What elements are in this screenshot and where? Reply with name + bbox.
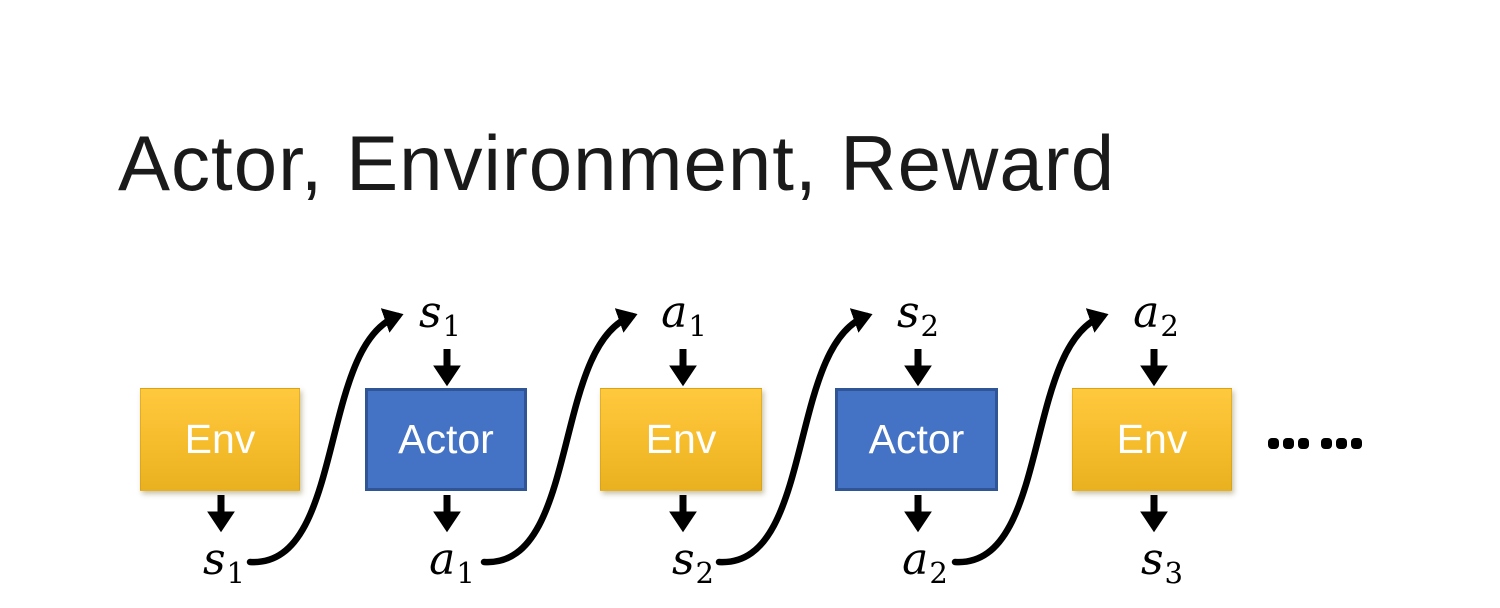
bottom-label-a1-sub: 1 bbox=[456, 555, 475, 590]
top-label-a2: a2 bbox=[1133, 287, 1179, 343]
top-label-s2: s2 bbox=[896, 287, 940, 343]
bottom-label-s2: s2 bbox=[671, 534, 715, 590]
top-label-s2-base: s bbox=[896, 287, 920, 338]
env-box-2-label: Env bbox=[645, 416, 717, 462]
ellipsis-dot bbox=[1336, 437, 1347, 449]
bottom-label-a2-base: a bbox=[902, 534, 929, 585]
bottom-label-s1-base: s bbox=[202, 534, 226, 585]
top-label-a1-sub: 1 bbox=[688, 308, 707, 343]
bottom-label-s3-base: s bbox=[1140, 534, 1164, 585]
ellipsis-dot bbox=[1351, 437, 1362, 449]
actor-box-1-label: Actor bbox=[398, 416, 494, 462]
top-label-a2-base: a bbox=[1133, 287, 1160, 338]
ellipsis-dot bbox=[1321, 437, 1332, 449]
env-box-1-label: Env bbox=[184, 416, 256, 462]
top-label-s2-sub: 2 bbox=[920, 308, 940, 343]
ellipsis-dot bbox=[1283, 437, 1294, 449]
top-label-a1-base: a bbox=[661, 287, 688, 338]
env-box-2: Env bbox=[600, 388, 762, 491]
bottom-label-s2-base: s bbox=[671, 534, 695, 585]
top-label-s1: s1 bbox=[418, 287, 462, 343]
ellipsis-dots bbox=[1268, 437, 1366, 449]
ellipsis-dot bbox=[1298, 437, 1309, 449]
bottom-label-a1-base: a bbox=[429, 534, 456, 585]
bottom-label-a2-sub: 2 bbox=[929, 555, 948, 590]
top-label-s1-sub: 1 bbox=[442, 308, 462, 343]
bottom-label-s3-sub: 3 bbox=[1164, 555, 1184, 590]
top-label-s1-base: s bbox=[418, 287, 442, 338]
page-title: Actor, Environment, Reward bbox=[118, 119, 1116, 207]
env-box-3: Env bbox=[1072, 388, 1232, 491]
bottom-label-s1-sub: 1 bbox=[226, 555, 246, 590]
env-box-3-label: Env bbox=[1116, 416, 1188, 462]
actor-box-2: Actor bbox=[835, 388, 998, 491]
top-label-a2-sub: 2 bbox=[1160, 308, 1179, 343]
ellipsis-dot bbox=[1268, 437, 1279, 449]
env-box-1: Env bbox=[140, 388, 300, 491]
bottom-label-a2: a2 bbox=[902, 534, 948, 590]
bottom-label-s2-sub: 2 bbox=[695, 555, 715, 590]
bottom-label-a1: a1 bbox=[429, 534, 475, 590]
actor-box-1: Actor bbox=[365, 388, 527, 491]
bottom-label-s3: s3 bbox=[1140, 534, 1184, 590]
actor-box-2-label: Actor bbox=[868, 416, 965, 462]
bottom-label-s1: s1 bbox=[202, 534, 246, 590]
top-label-a1: a1 bbox=[661, 287, 707, 343]
